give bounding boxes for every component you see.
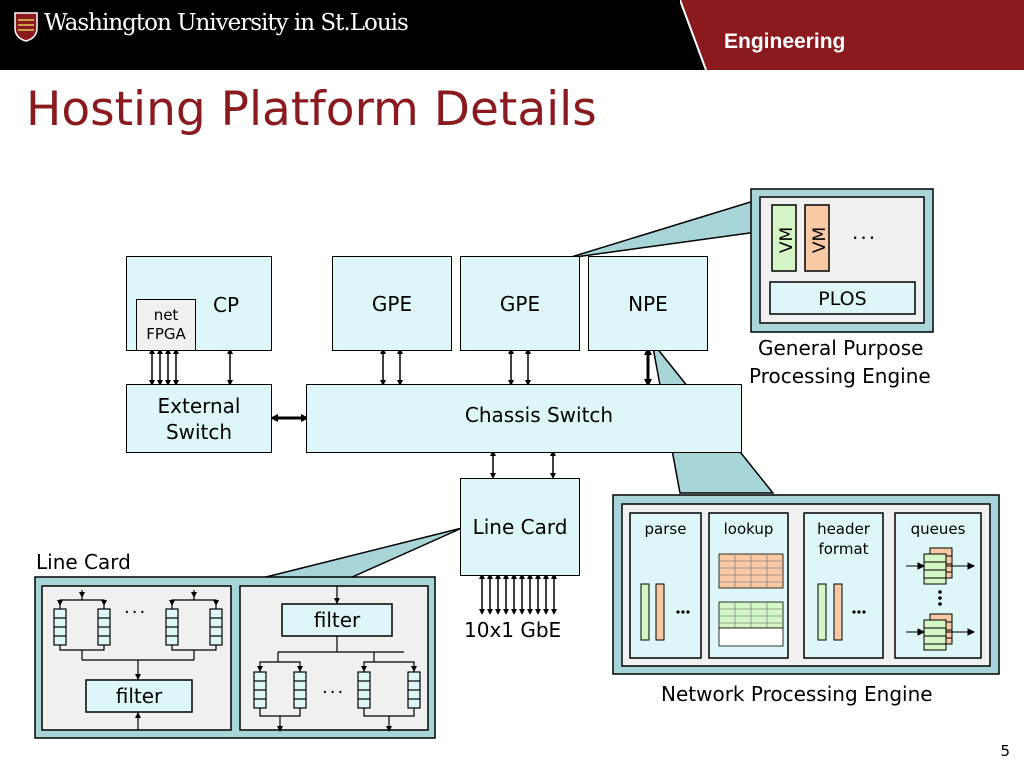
gpe-caption-line1: General Purpose [758,336,924,360]
net-fpga-box: net FPGA [136,299,196,351]
vm-label-1: VM [777,226,797,254]
net-fpga-label-line1: net [153,306,179,324]
chassis-switch-label: Chassis Switch [464,402,614,427]
vm-label-2: VM [810,226,830,254]
header-format-label-line1: header [817,520,870,538]
engineering-tab: Engineering [724,30,846,53]
gpe-label-2: GPE [499,291,541,316]
line-card-callout [261,527,463,579]
plos-block [769,281,916,315]
left-queue-1 [53,608,67,646]
npe-box: NPE [588,256,708,351]
npe-detail [612,494,1000,675]
cp-label: CP [213,293,240,317]
parse-label: parse [644,520,687,538]
gpe-ellipsis: ··· [852,226,878,250]
gpe-label-1: GPE [371,291,413,316]
queues-label: queues [910,520,966,538]
left-filter-label: filter [115,684,163,708]
external-switch-label-line1: External [157,393,241,418]
line-card-detail [34,576,436,739]
line-card-caption: Line Card [36,550,131,574]
gpe-box-1: GPE [332,256,452,351]
page-number: 5 [1000,742,1010,760]
university-logo-text: Washington University in St.Louis [44,10,409,36]
vm-green-block [771,204,797,272]
left-queue-3 [165,608,179,646]
queue-group-bottom [906,613,976,651]
right-filter-label: filter [313,608,361,632]
left-filter-block [85,679,193,713]
net-fpga-label-line2: FPGA [146,325,186,343]
npe-caption: Network Processing Engine [661,682,933,706]
ports-label: 10x1 GbE [464,618,562,642]
lookup-label: lookup [723,520,774,538]
gpe-callout [567,198,758,259]
gpe-caption-line2: Processing Engine [749,364,931,388]
right-ellipsis: ··· [322,682,346,703]
gpe-box-2: GPE [460,256,580,351]
header-tab-shape [680,0,1024,70]
npe-label: NPE [628,291,668,316]
vm-orange-block [804,204,830,272]
right-queue-4 [407,671,421,709]
gpe-detail [750,188,934,333]
university-shield-icon [14,12,38,42]
header-format-label-line2: format [818,540,869,558]
queue-group-top [906,547,976,585]
line-card-box: Line Card [460,478,580,576]
right-queue-2 [293,671,307,709]
right-queue-1 [253,671,267,709]
external-switch-box: External Switch [126,384,272,453]
right-queue-3 [357,671,371,709]
external-switch-label-line2: Switch [165,419,233,444]
chassis-switch-box: Chassis Switch [306,384,742,453]
slide-title: Hosting Platform Details [26,82,597,137]
left-queue-2 [97,608,111,646]
plos-label: PLOS [818,288,867,310]
right-filter-block [281,603,393,637]
line-card-label: Line Card [472,515,568,539]
left-ellipsis: ··· [124,602,148,623]
header-format-stage [803,512,884,659]
left-queue-4 [209,608,223,646]
